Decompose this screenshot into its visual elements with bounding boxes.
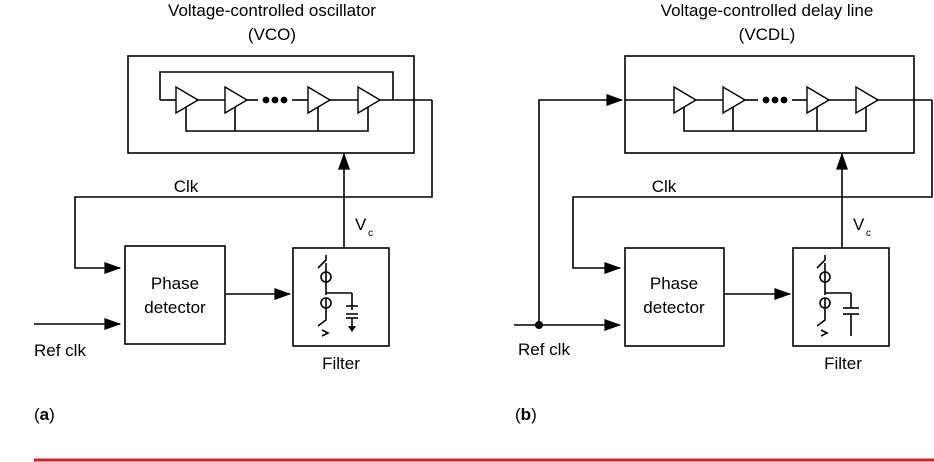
buffer-triangle-icon xyxy=(224,85,249,115)
vco-title-abbrev: (VCO) xyxy=(248,25,296,44)
clk-feedback-wire xyxy=(572,100,933,274)
filter-label: Filter xyxy=(322,354,360,373)
filter-box xyxy=(792,247,890,347)
vcdl-title-abbrev: (VCDL) xyxy=(739,25,796,44)
caption-b: (b) xyxy=(515,405,537,424)
vc-label: V xyxy=(853,215,865,234)
vc-subscript: c xyxy=(368,228,373,239)
ref-clk-label: Ref clk xyxy=(518,340,570,359)
panel-b: Voltage-controlled delay line (VCDL) Ref… xyxy=(514,1,933,424)
current-source-icon xyxy=(816,255,851,337)
vco-title: Voltage-controlled oscillator xyxy=(168,1,376,20)
filter-box xyxy=(292,247,390,347)
buffer-triangle-icon xyxy=(855,85,880,115)
buffer-triangle-icon xyxy=(357,85,382,115)
dots-icon xyxy=(762,96,788,104)
buffer-triangle-icon xyxy=(806,85,831,115)
buffer-triangle-icon xyxy=(175,85,200,115)
vco-control-bus xyxy=(185,107,369,132)
ref-to-vcdl-wire xyxy=(538,94,624,325)
capacitor-icon xyxy=(843,293,859,336)
phase-detector-box xyxy=(124,245,226,345)
buffer-triangle-icon xyxy=(307,85,332,115)
vc-subscript: c xyxy=(866,228,871,239)
caption-a: (a) xyxy=(34,405,55,424)
pd-label-line1: Phase xyxy=(650,274,698,293)
vc-label: V xyxy=(355,215,367,234)
panel-a: Voltage-controlled oscillator (VCO) Clk … xyxy=(34,1,433,424)
clk-label: Clk xyxy=(174,177,199,196)
buffer-triangle-icon xyxy=(722,85,747,115)
vcdl-title: Voltage-controlled delay line xyxy=(661,1,874,20)
vco-ring-feedback xyxy=(159,71,394,100)
pd-label-line2: detector xyxy=(144,298,206,317)
clk-feedback-wire xyxy=(74,100,433,274)
vcdl-control-bus xyxy=(683,107,867,132)
dots-icon xyxy=(262,96,288,104)
phase-detector-box xyxy=(624,247,725,347)
filter-label: Filter xyxy=(824,354,862,373)
capacitor-icon xyxy=(346,293,358,332)
buffer-triangle-icon xyxy=(673,85,698,115)
pd-label-line1: Phase xyxy=(151,274,199,293)
pd-label-line2: detector xyxy=(643,298,705,317)
clk-label: Clk xyxy=(652,177,677,196)
current-source-icon xyxy=(317,255,352,337)
ref-clk-label: Ref clk xyxy=(34,341,86,360)
